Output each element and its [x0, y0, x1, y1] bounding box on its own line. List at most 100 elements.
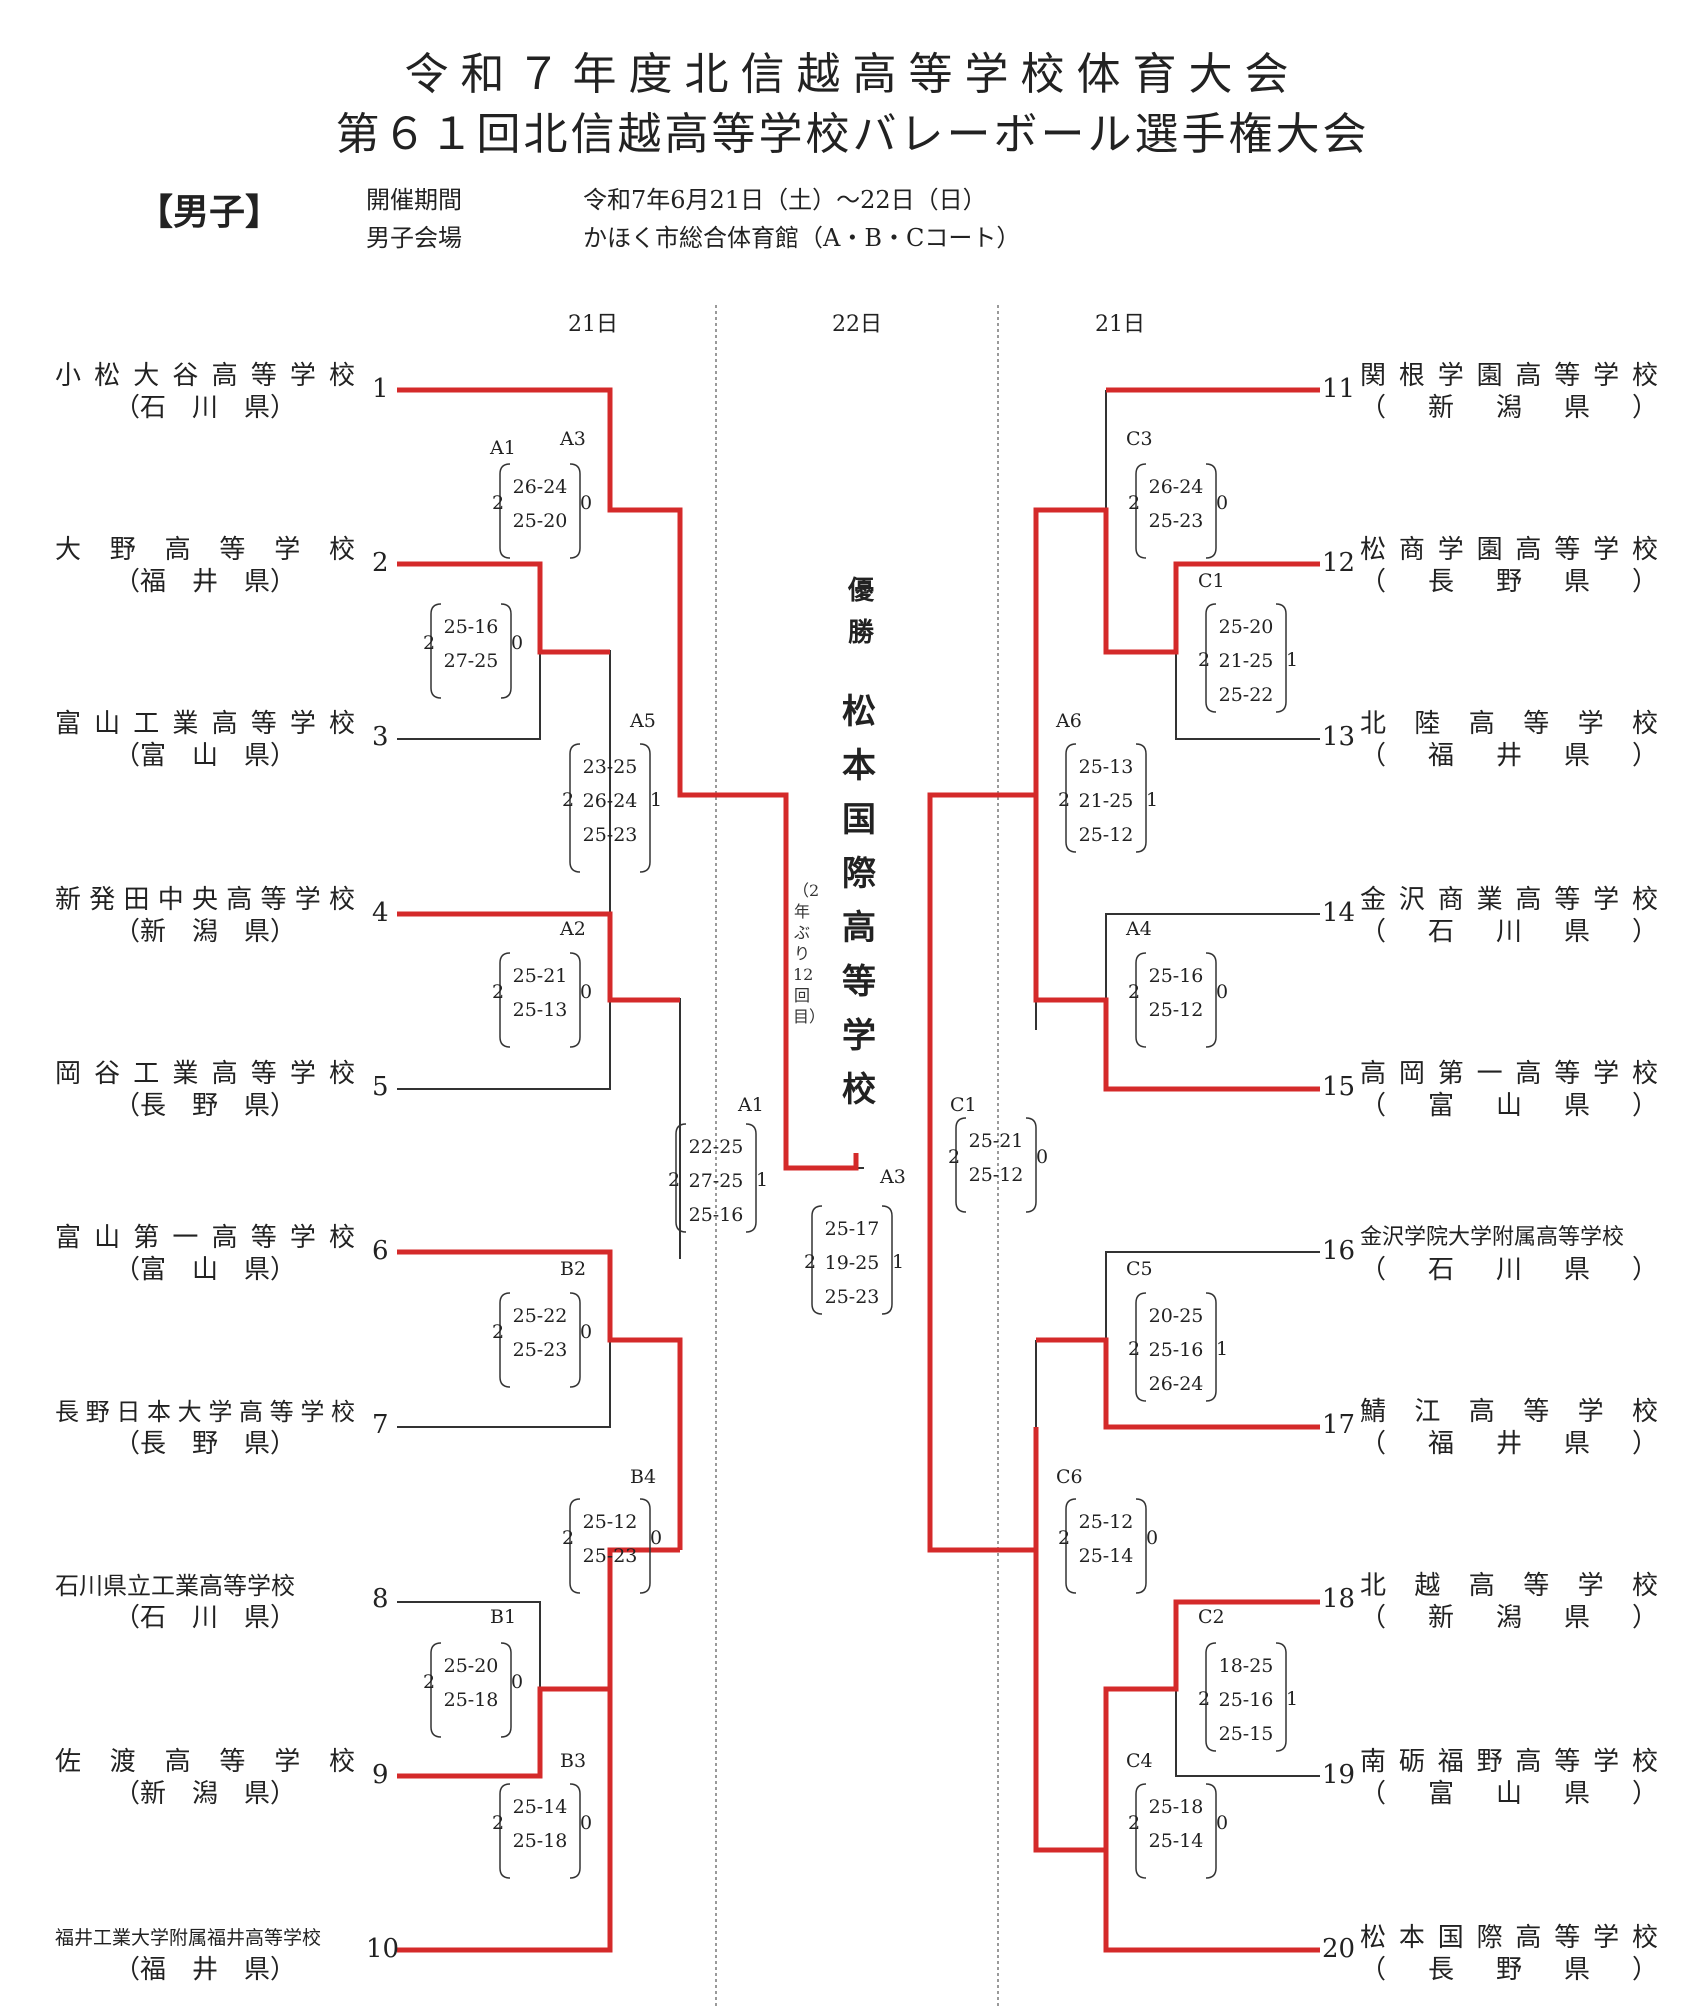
- period-label: 開催期間: [366, 186, 462, 214]
- match-label: A3: [560, 428, 586, 450]
- seed-number: 4: [372, 898, 389, 928]
- seed-number: 10: [366, 1934, 400, 1964]
- sets-won: 2: [804, 1251, 817, 1273]
- team-name: 佐渡高等学校: [55, 1747, 355, 1777]
- set-score: 25-20: [1218, 616, 1274, 638]
- seed-number: 17: [1322, 1410, 1356, 1440]
- team-prefecture: （富 山 県）: [113, 1255, 296, 1285]
- seed-number: 16: [1322, 1236, 1356, 1266]
- match-label: B4: [630, 1466, 657, 1488]
- team-10: 福井工業大学附属福井高等学校（福 井 県）: [55, 1922, 385, 1986]
- team-name: 松商学園高等学校: [1360, 535, 1658, 565]
- set-score: 25-22: [512, 1305, 568, 1327]
- set-score: 25-20: [443, 1655, 499, 1677]
- sets-won: 2: [668, 1169, 681, 1191]
- team-20: 松本国際高等学校（長野県）: [1360, 1922, 1690, 1986]
- sets-won: 2: [1128, 981, 1141, 1003]
- sets-lost: 1: [650, 789, 663, 811]
- team-prefecture: （石 川 県）: [113, 393, 296, 423]
- team-prefecture: （新 潟 県）: [113, 917, 296, 947]
- sets-won: 2: [1198, 1688, 1211, 1710]
- match-label: A6: [1056, 710, 1082, 732]
- set-score: 25-12: [968, 1164, 1024, 1186]
- match-label: A2: [560, 918, 586, 940]
- tournament-title-line2: 第６１回北信越高等学校バレーボール選手権大会: [335, 109, 1370, 160]
- set-score: 25-13: [512, 999, 568, 1021]
- team-3: 富山工業高等学校（富 山 県）: [55, 708, 385, 772]
- sets-won: 2: [1198, 649, 1211, 671]
- sets-lost: 0: [1036, 1146, 1049, 1168]
- team-13: 北陸高等学校（福井県）: [1360, 708, 1690, 772]
- sets-won: 2: [1128, 1812, 1141, 1834]
- set-score: 26-24: [582, 790, 638, 812]
- set-score: 25-16: [688, 1204, 744, 1226]
- team-14: 金沢商業高等学校（石川県）: [1360, 884, 1690, 948]
- set-score: 25-16: [1148, 965, 1204, 987]
- set-score: 25-21: [512, 965, 568, 987]
- team-prefecture: （福 井 県）: [113, 1955, 296, 1985]
- set-score: 25-12: [1078, 824, 1134, 846]
- team-9: 佐渡高等学校（新 潟 県）: [55, 1746, 385, 1810]
- seed-number: 19: [1322, 1760, 1356, 1790]
- seed-number: 18: [1322, 1584, 1356, 1614]
- team-prefecture: （長野県）: [1360, 1955, 1658, 1985]
- set-score: 21-25: [1078, 790, 1134, 812]
- team-name: 長野日本大学高等学校: [55, 1398, 355, 1426]
- set-score: 25-22: [1218, 684, 1274, 706]
- sets-won: 2: [492, 1321, 505, 1343]
- tournament-title-line1: 令和７年度北信越高等学校体育大会: [404, 49, 1301, 100]
- team-prefecture: （福井県）: [1360, 741, 1658, 771]
- set-score: 25-23: [582, 1545, 638, 1567]
- team-19: 南砺福野高等学校（富山県）: [1360, 1746, 1690, 1810]
- set-score: 25-23: [512, 1339, 568, 1361]
- sets-won: 2: [1058, 789, 1071, 811]
- match-label: C2: [1198, 1606, 1225, 1628]
- set-score: 27-25: [443, 650, 499, 672]
- team-15: 高岡第一高等学校（富山県）: [1360, 1058, 1690, 1122]
- match-label: A3: [880, 1166, 906, 1188]
- set-score: 27-25: [688, 1170, 744, 1192]
- set-score: 25-15: [1218, 1723, 1274, 1745]
- sets-won: 2: [562, 789, 575, 811]
- team-name: 大野高等学校: [55, 535, 355, 565]
- team-name: 鯖江高等学校: [1360, 1397, 1658, 1427]
- team-prefecture: （福 井 県）: [113, 567, 296, 597]
- sets-won: 2: [562, 1527, 575, 1549]
- day-label-right: 21日: [1095, 312, 1145, 337]
- team-17: 鯖江高等学校（福井県）: [1360, 1396, 1690, 1460]
- match-label: A1: [490, 437, 516, 459]
- set-scores: 25-22 25-23: [510, 1299, 570, 1367]
- seed-number: 13: [1322, 722, 1356, 752]
- venue-value: かほく市総合体育館（A・B・Cコート）: [583, 224, 1021, 252]
- set-score: 25-12: [1148, 999, 1204, 1021]
- team-prefecture: （新潟県）: [1360, 1603, 1658, 1633]
- team-6: 富山第一高等学校（富 山 県）: [55, 1222, 385, 1286]
- set-scores: 25-16 25-12: [1146, 959, 1206, 1027]
- sets-lost: 0: [580, 1321, 593, 1343]
- sets-lost: 0: [511, 632, 524, 654]
- set-score: 26-24: [1148, 1373, 1204, 1395]
- sets-lost: 0: [580, 1812, 593, 1834]
- match-label: C6: [1056, 1466, 1083, 1488]
- team-name: 岡谷工業高等学校: [55, 1059, 355, 1089]
- sets-lost: 0: [1146, 1527, 1159, 1549]
- match-label: B1: [490, 1606, 517, 1628]
- match-label: C4: [1126, 1750, 1153, 1772]
- set-score: 25-14: [512, 1796, 568, 1818]
- match-label: A1: [738, 1094, 764, 1116]
- seed-number: 8: [372, 1584, 389, 1614]
- team-name: 北越高等学校: [1360, 1571, 1658, 1601]
- sets-lost: 1: [756, 1169, 769, 1191]
- team-name: 南砺福野高等学校: [1360, 1747, 1658, 1777]
- set-score: 25-18: [443, 1689, 499, 1711]
- score-brackets: [430, 463, 1287, 1879]
- team-prefecture: （長 野 県）: [113, 1429, 296, 1459]
- seed-number: 15: [1322, 1072, 1356, 1102]
- set-score: 25-12: [1078, 1511, 1134, 1533]
- set-score: 25-16: [1148, 1339, 1204, 1361]
- team-prefecture: （長 野 県）: [113, 1091, 296, 1121]
- team-prefecture: （富 山 県）: [113, 741, 296, 771]
- team-prefecture: （長野県）: [1360, 567, 1658, 597]
